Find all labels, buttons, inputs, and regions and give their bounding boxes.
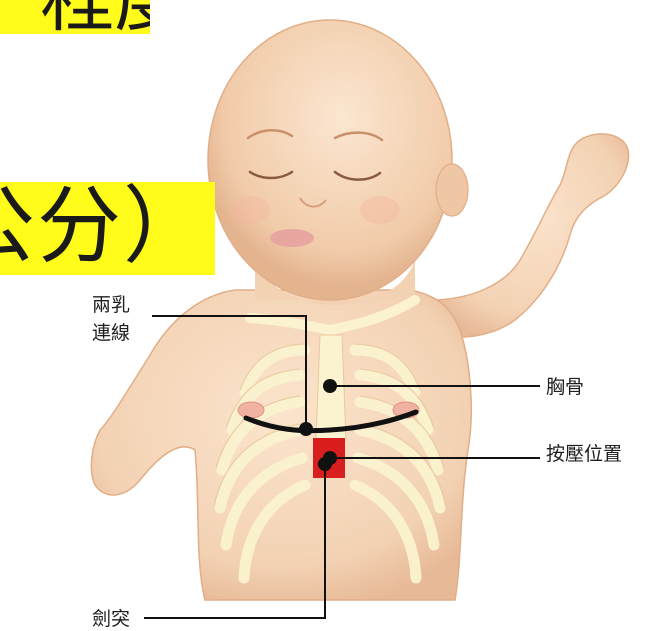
banner-top-text: 程度 (40, 0, 150, 34)
highlight-banner-mid: 公分） (0, 182, 215, 275)
label-compression-site: 按壓位置 (546, 439, 622, 466)
nipple-line-dot (299, 422, 313, 436)
head (208, 20, 452, 300)
label-nipple-line-1: 兩乳 (92, 290, 130, 317)
label-nipple-line-2: 連線 (92, 318, 130, 345)
label-xiphoid: 劍突 (92, 604, 130, 631)
label-sternum: 胸骨 (546, 372, 584, 399)
xiphoid-dot (318, 457, 332, 471)
raised-arm (430, 134, 629, 337)
sternum-dot (323, 379, 337, 393)
highlight-banner-top: 程度 (0, 0, 150, 34)
ear (436, 164, 468, 216)
left-nipple (238, 402, 264, 418)
mouth (270, 229, 314, 247)
banner-mid-text: 公分） (0, 184, 209, 268)
